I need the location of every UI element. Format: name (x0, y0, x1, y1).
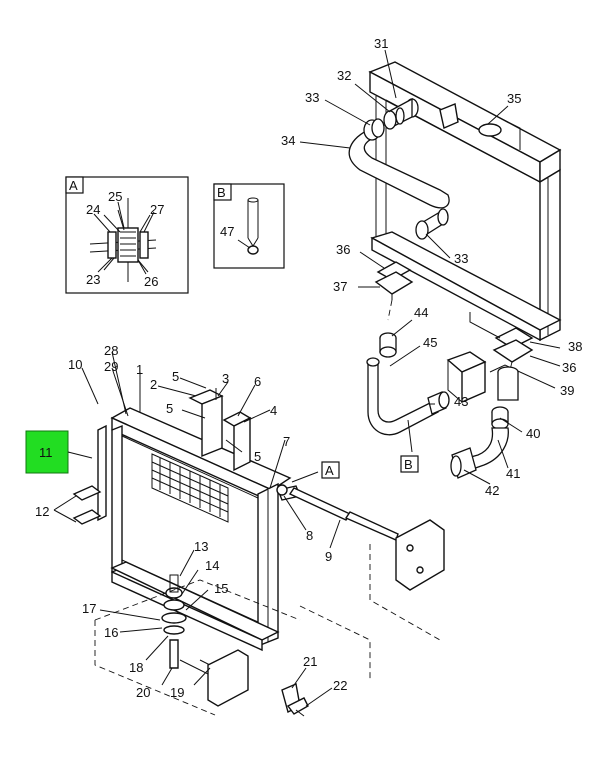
callout-27: 27 (150, 202, 164, 217)
callout-21: 21 (303, 654, 317, 669)
callout-12: 12 (35, 504, 49, 519)
lower-hoses (366, 332, 521, 479)
inset-b-label: B (217, 185, 226, 200)
callout-5-mid: 5 (166, 401, 173, 416)
upper-radiator-assembly (348, 61, 562, 391)
callout-8: 8 (306, 528, 313, 543)
callout-13: 13 (194, 539, 208, 554)
callout-14: 14 (205, 558, 219, 573)
callout-32: 32 (337, 68, 351, 83)
callout-43: 43 (454, 394, 468, 409)
callout-29: 29 (104, 359, 118, 374)
callout-5-top: 5 (172, 369, 179, 384)
callout-42: 42 (485, 483, 499, 498)
callout-leaders (53, 49, 561, 707)
callout-31: 31 (374, 36, 388, 51)
callout-11-highlight[interactable] (25, 430, 69, 474)
ref-b-label: B (404, 457, 413, 472)
callout-33-upper: 33 (305, 90, 319, 105)
callout-11: 11 (39, 445, 53, 460)
inset-b: B (213, 183, 285, 269)
callout-16: 16 (104, 625, 118, 640)
callout-37: 37 (333, 279, 347, 294)
callout-34: 34 (281, 133, 295, 148)
callout-18: 18 (129, 660, 143, 675)
callout-17: 17 (82, 601, 96, 616)
callout-2: 2 (150, 377, 157, 392)
callout-9: 9 (325, 549, 332, 564)
callout-7: 7 (283, 434, 290, 449)
callout-6: 6 (254, 374, 261, 389)
callout-45: 45 (423, 335, 437, 350)
callout-24: 24 (86, 202, 100, 217)
callout-41: 41 (506, 466, 520, 481)
callout-47: 47 (220, 224, 234, 239)
ref-b-box[interactable]: B (400, 419, 419, 473)
callout-15: 15 (214, 581, 228, 596)
callout-5-low: 5 (254, 449, 261, 464)
callout-10: 10 (68, 357, 82, 372)
callout-39: 39 (560, 383, 574, 398)
callout-36-right: 36 (562, 360, 576, 375)
callout-36-left: 36 (336, 242, 350, 257)
callout-numbers: 31 32 33 34 35 33 36 37 44 45 43 38 36 3… (35, 36, 582, 700)
callout-3: 3 (222, 371, 229, 386)
callout-40: 40 (526, 426, 540, 441)
callout-35: 35 (507, 91, 521, 106)
ref-a-label: A (325, 463, 334, 478)
callout-25: 25 (108, 189, 122, 204)
callout-19: 19 (170, 685, 184, 700)
lower-radiator-assembly (72, 388, 445, 717)
inset-a: A (65, 176, 189, 294)
callout-38: 38 (568, 339, 582, 354)
callout-33-lower: 33 (454, 251, 468, 266)
callout-44: 44 (414, 305, 428, 320)
inset-a-label: A (69, 178, 78, 193)
callout-20: 20 (136, 685, 150, 700)
callout-1: 1 (136, 362, 143, 377)
ref-a-box[interactable]: A (291, 461, 340, 483)
callout-4: 4 (270, 403, 277, 418)
callout-23: 23 (86, 272, 100, 287)
callout-22: 22 (333, 678, 347, 693)
callout-26: 26 (144, 274, 158, 289)
callout-28: 28 (104, 343, 118, 358)
